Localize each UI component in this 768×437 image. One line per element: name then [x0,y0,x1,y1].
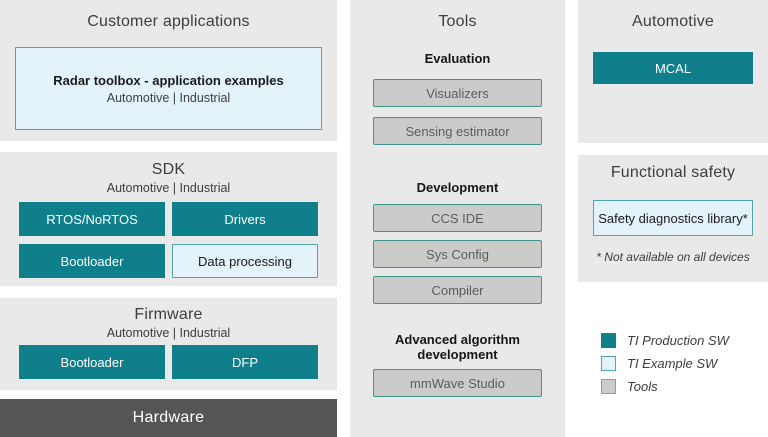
legend-label-example: TI Example SW [627,356,718,371]
tool-box-sys-config: Sys Config [373,240,542,268]
legend-label-tools: Tools [627,379,658,394]
sdk-box-data-processing: Data processing [172,244,318,278]
evaluation-heading: Evaluation [424,51,491,66]
tools-column: Tools Evaluation Visualizers Sensing est… [350,0,565,437]
automotive-panel: Automotive MCAL [578,0,768,143]
tool-box-sensing-estimator: Sensing estimator [373,117,542,145]
tool-box-ccs-ide: CCS IDE [373,204,542,232]
radar-toolbox-box: Radar toolbox - application examples Aut… [15,47,322,130]
production-swatch-icon [601,333,616,348]
customer-applications-panel: Customer applications Radar toolbox - ap… [0,0,337,141]
tools-title: Tools [438,13,477,30]
sdk-box-bootloader: Bootloader [19,244,165,278]
safety-footnote: * Not available on all devices [596,250,750,264]
legend-row-example: TI Example SW [601,356,768,371]
sdk-subtitle: Automotive | Industrial [106,181,231,195]
functional-safety-title: Functional safety [610,164,736,181]
firmware-box-dfp: DFP [172,345,318,379]
legend-row-tools: Tools [601,379,768,394]
sdk-panel: SDK Automotive | Industrial RTOS/NoRTOS … [0,152,337,286]
mcal-box: MCAL [593,52,753,84]
hardware-bar: Hardware [0,399,337,437]
firmware-subtitle: Automotive | Industrial [106,326,231,340]
sdk-box-rtos: RTOS/NoRTOS [19,202,165,236]
legend: TI Production SW TI Example SW Tools [578,333,768,394]
functional-safety-panel: Functional safety Safety diagnostics lib… [578,155,768,282]
firmware-title: Firmware [134,306,203,323]
automotive-title: Automotive [631,13,715,30]
firmware-panel: Firmware Automotive | Industrial Bootloa… [0,298,337,390]
firmware-box-bootloader: Bootloader [19,345,165,379]
development-heading: Development [416,180,499,195]
radar-toolbox-subtitle: Automotive | Industrial [106,90,231,105]
example-swatch-icon [601,356,616,371]
legend-row-production: TI Production SW [601,333,768,348]
advanced-algorithm-heading: Advanced algorithm development [395,332,520,362]
tools-swatch-icon [601,379,616,394]
radar-toolbox-title: Radar toolbox - application examples [53,72,284,88]
sdk-box-grid: RTOS/NoRTOS Drivers Bootloader Data proc… [19,202,318,278]
firmware-box-grid: Bootloader DFP [19,345,318,379]
sdk-title: SDK [151,161,186,178]
sdk-box-drivers: Drivers [172,202,318,236]
tool-box-visualizers: Visualizers [373,79,542,107]
customer-applications-title: Customer applications [87,13,250,30]
right-column: Automotive MCAL Functional safety Safety… [578,0,768,402]
tool-box-mmwave-studio: mmWave Studio [373,369,542,397]
safety-diagnostics-box: Safety diagnostics library* [593,200,753,236]
left-column: Customer applications Radar toolbox - ap… [0,0,337,437]
tool-box-compiler: Compiler [373,276,542,304]
legend-label-production: TI Production SW [627,333,729,348]
